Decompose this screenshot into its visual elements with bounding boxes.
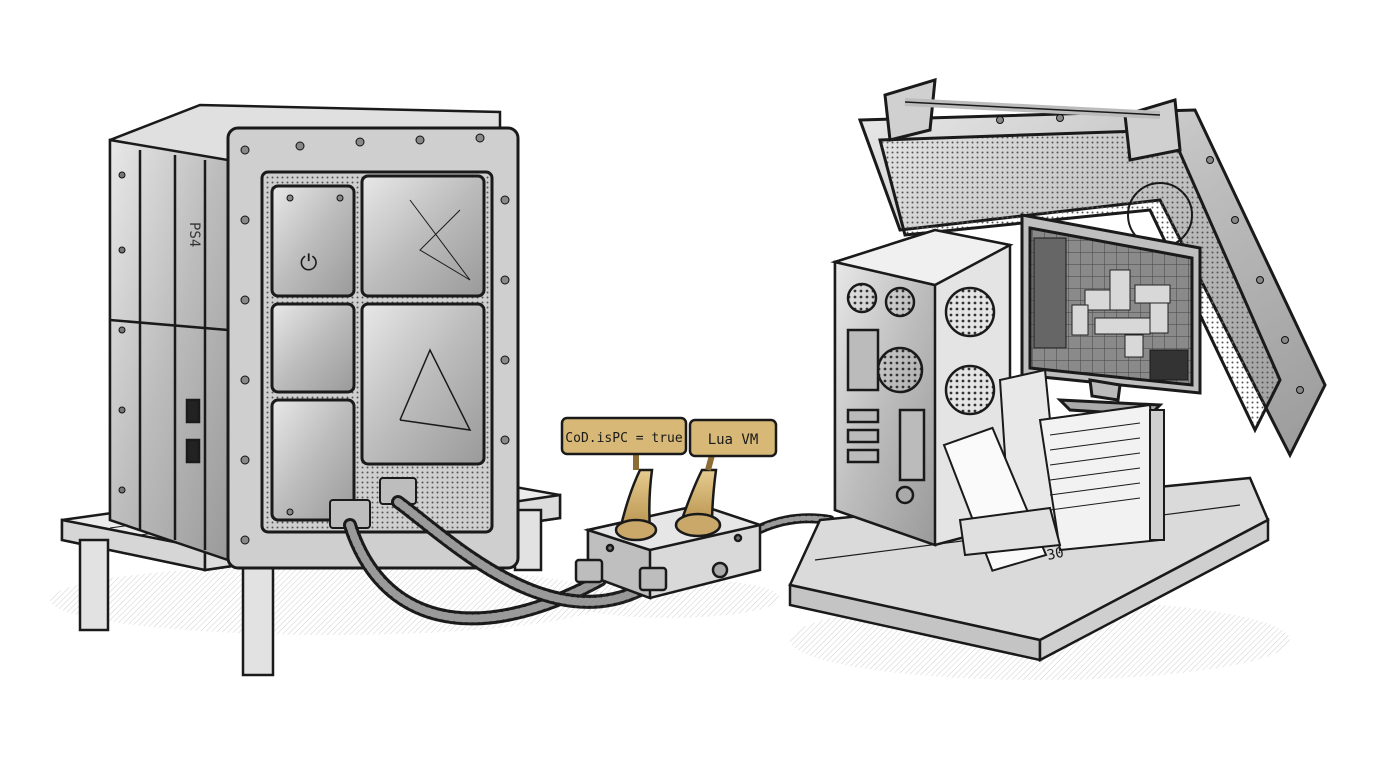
pc-case: 30 bbox=[788, 77, 1327, 680]
lever-right-tag bbox=[688, 418, 778, 458]
console-side-label: PS4 bbox=[186, 222, 202, 247]
pc-fans bbox=[846, 282, 996, 416]
console-logo-icon: ⏻ bbox=[300, 251, 317, 276]
lever-right[interactable]: Lua VM bbox=[674, 418, 778, 538]
lever-left[interactable]: CoD.isPC = true bbox=[560, 416, 688, 542]
pc-tower bbox=[830, 228, 1014, 547]
console-cable-plugs bbox=[329, 477, 417, 529]
lever-left-label: CoD.isPC = true bbox=[565, 431, 683, 446]
document-stack bbox=[942, 368, 1165, 572]
console-front-panel bbox=[226, 126, 520, 570]
lever-right-label: Lua VM bbox=[708, 432, 759, 448]
monitor bbox=[1020, 213, 1202, 417]
lever-left-tag bbox=[560, 416, 688, 456]
case-lid bbox=[857, 77, 1327, 459]
console-on-stand: PS4 bbox=[50, 103, 610, 677]
stand-shadow bbox=[50, 565, 610, 635]
switch-box: CoD.isPC = true Lua VM bbox=[560, 416, 780, 618]
case-corner-number: 30 bbox=[1046, 545, 1066, 564]
